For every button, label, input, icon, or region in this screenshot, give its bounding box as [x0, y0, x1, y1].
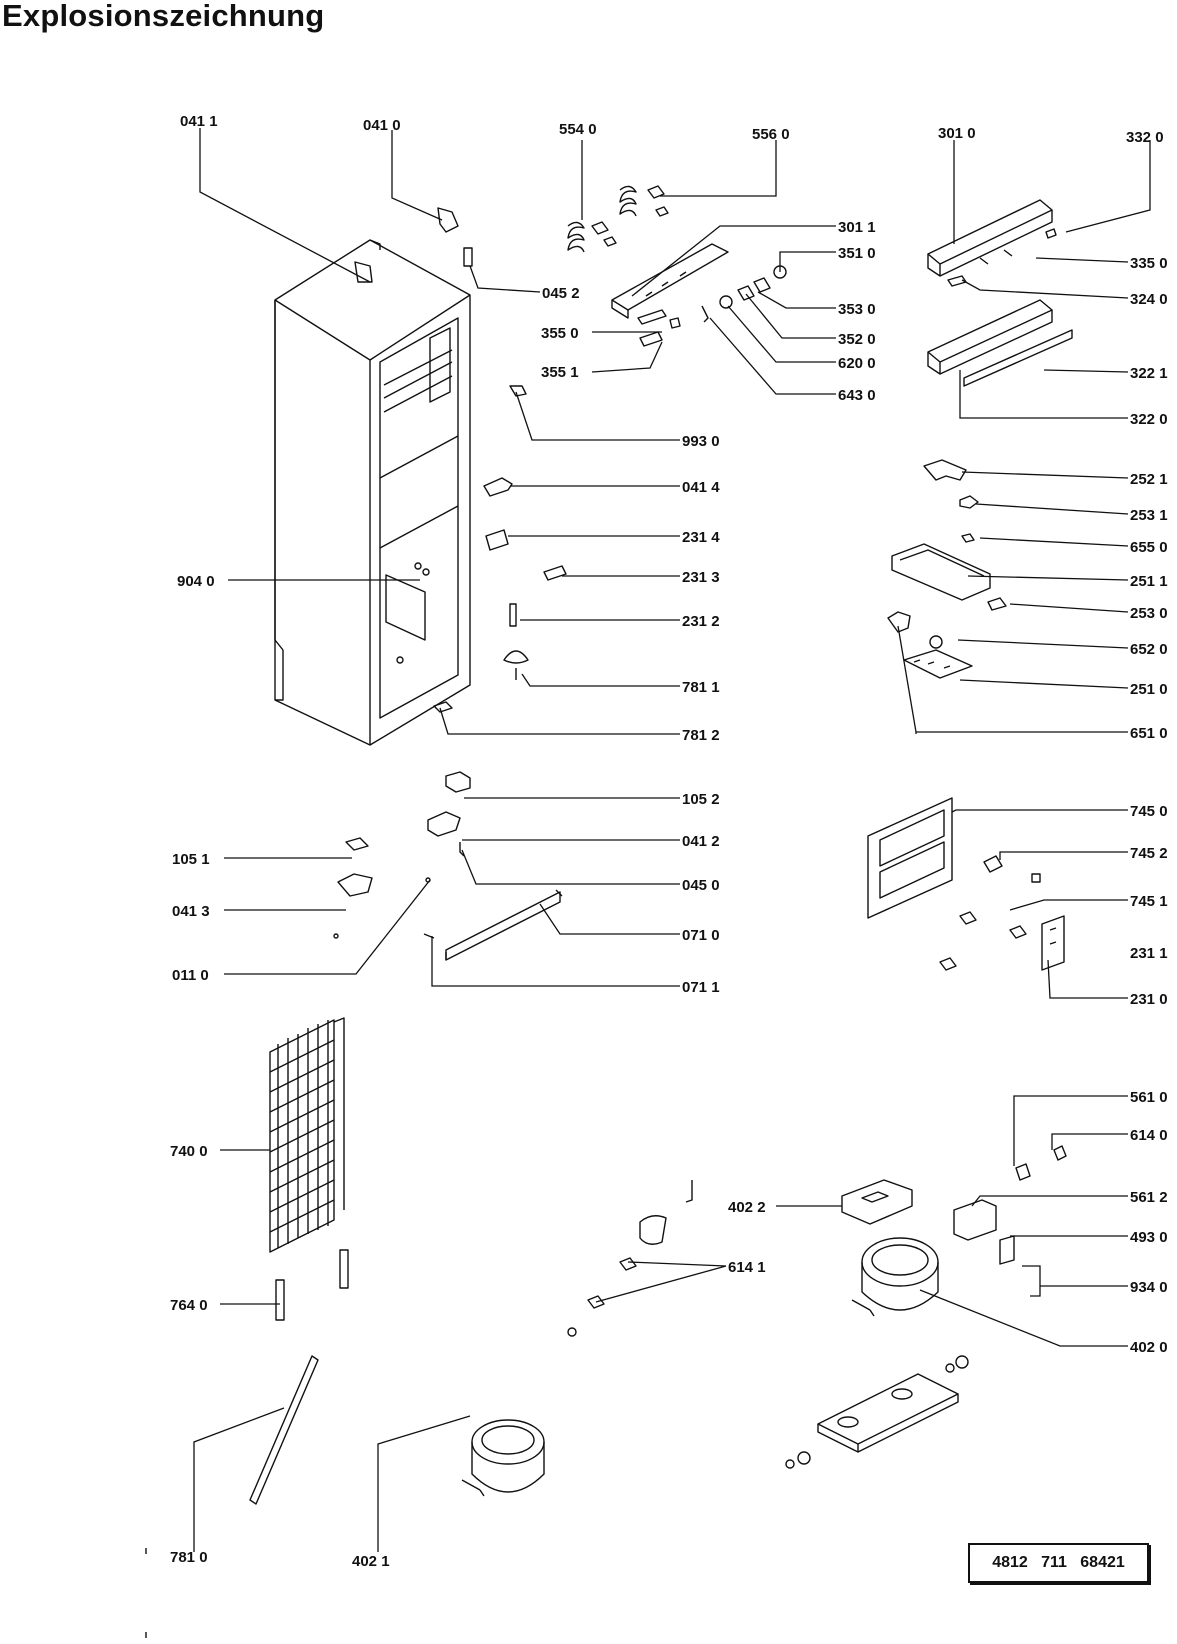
callout-label: 351 0 — [838, 245, 876, 262]
callout-label: 041 4 — [682, 479, 720, 496]
callout-label: 355 0 — [541, 325, 579, 342]
callout-label: 745 2 — [1130, 845, 1168, 862]
callout-label: 105 2 — [682, 791, 720, 808]
callout-label: 353 0 — [838, 301, 876, 318]
freezer-door — [867, 797, 1065, 971]
callout-label: 231 4 — [682, 529, 720, 546]
door-seal-strip — [423, 889, 563, 961]
reference-number-box: 4812 711 68421 — [968, 1543, 1149, 1583]
callout-label: 071 0 — [682, 927, 720, 944]
callout-label: 253 0 — [1130, 605, 1168, 622]
callout-label: 643 0 — [838, 387, 876, 404]
callout-label: 355 1 — [541, 364, 579, 381]
callout-label: 301 0 — [938, 125, 976, 142]
drain-tube — [249, 1355, 319, 1505]
callout-label: 652 0 — [1130, 641, 1168, 658]
leader-lines — [193, 128, 1151, 1552]
relay-and-starter — [567, 1145, 1067, 1337]
callout-label: 071 1 — [682, 979, 720, 996]
front-panel — [927, 299, 1073, 387]
callout-label: 041 2 — [682, 833, 720, 850]
callout-label: 251 1 — [1130, 573, 1168, 590]
callout-label: 231 2 — [682, 613, 720, 630]
callout-label: 252 1 — [1130, 471, 1168, 488]
lamp-housing-parts — [887, 459, 1007, 679]
callout-label: 554 0 — [559, 121, 597, 138]
callout-label: 332 0 — [1126, 129, 1164, 146]
callout-label: 904 0 — [177, 573, 215, 590]
callout-label: 105 1 — [172, 851, 210, 868]
compressor-large — [851, 1237, 939, 1317]
callout-label: 045 0 — [682, 877, 720, 894]
callout-label: 561 2 — [1130, 1189, 1168, 1206]
callout-label: 352 0 — [838, 331, 876, 348]
control-panel-rail — [611, 243, 729, 347]
callout-label: 231 1 — [1130, 945, 1168, 962]
callout-label: 041 3 — [172, 903, 210, 920]
thermostat-springs — [567, 185, 669, 253]
hinge-top — [354, 207, 473, 283]
fridge-cabinet — [274, 239, 471, 746]
callout-label: 011 0 — [172, 967, 209, 984]
callout-label: 781 0 — [170, 1549, 208, 1566]
interior-fittings — [414, 385, 567, 713]
callout-label: 045 2 — [542, 285, 580, 302]
callout-labels: 041 1 041 0 554 0 556 0 301 0 332 0 301 … — [170, 113, 1168, 1570]
callout-label: 620 0 — [838, 355, 876, 372]
callout-label: 781 2 — [682, 727, 720, 744]
callout-label: 402 1 — [352, 1553, 390, 1570]
callout-label: 561 0 — [1130, 1089, 1168, 1106]
callout-label: 745 0 — [1130, 803, 1168, 820]
condenser-coil — [269, 1017, 349, 1321]
page-title: Explosionszeichnung — [2, 0, 325, 33]
callout-label: 301 1 — [838, 219, 876, 236]
compressor-small — [461, 1419, 545, 1497]
callout-label: 651 0 — [1130, 725, 1168, 742]
callout-label: 324 0 — [1130, 291, 1168, 308]
callout-label: 993 0 — [682, 433, 720, 450]
callout-label: 493 0 — [1130, 1229, 1168, 1246]
top-cover — [927, 199, 1057, 287]
callout-label: 041 1 — [180, 113, 218, 130]
callout-label: 745 1 — [1130, 893, 1168, 910]
knobs — [719, 265, 787, 309]
callout-label: 253 1 — [1130, 507, 1168, 524]
callout-label: 740 0 — [170, 1143, 208, 1160]
hinge-bottom-parts — [333, 771, 471, 939]
callout-label: 322 1 — [1130, 365, 1168, 382]
callout-label: 655 0 — [1130, 539, 1168, 556]
callout-label: 041 0 — [363, 117, 401, 134]
callout-label: 934 0 — [1130, 1279, 1168, 1296]
callout-label: 231 0 — [1130, 991, 1168, 1008]
callout-label: 614 1 — [728, 1259, 766, 1276]
callout-label: 614 0 — [1130, 1127, 1168, 1144]
callout-label: 231 3 — [682, 569, 720, 586]
base-plate — [785, 1355, 969, 1469]
callout-label: 335 0 — [1130, 255, 1168, 272]
callout-label: 322 0 — [1130, 411, 1168, 428]
callout-label: 402 2 — [728, 1199, 766, 1216]
callout-label: 251 0 — [1130, 681, 1168, 698]
callout-label: 556 0 — [752, 126, 790, 143]
callout-label: 781 1 — [682, 679, 720, 696]
callout-label: 402 0 — [1130, 1339, 1168, 1356]
callout-label: 764 0 — [170, 1297, 208, 1314]
